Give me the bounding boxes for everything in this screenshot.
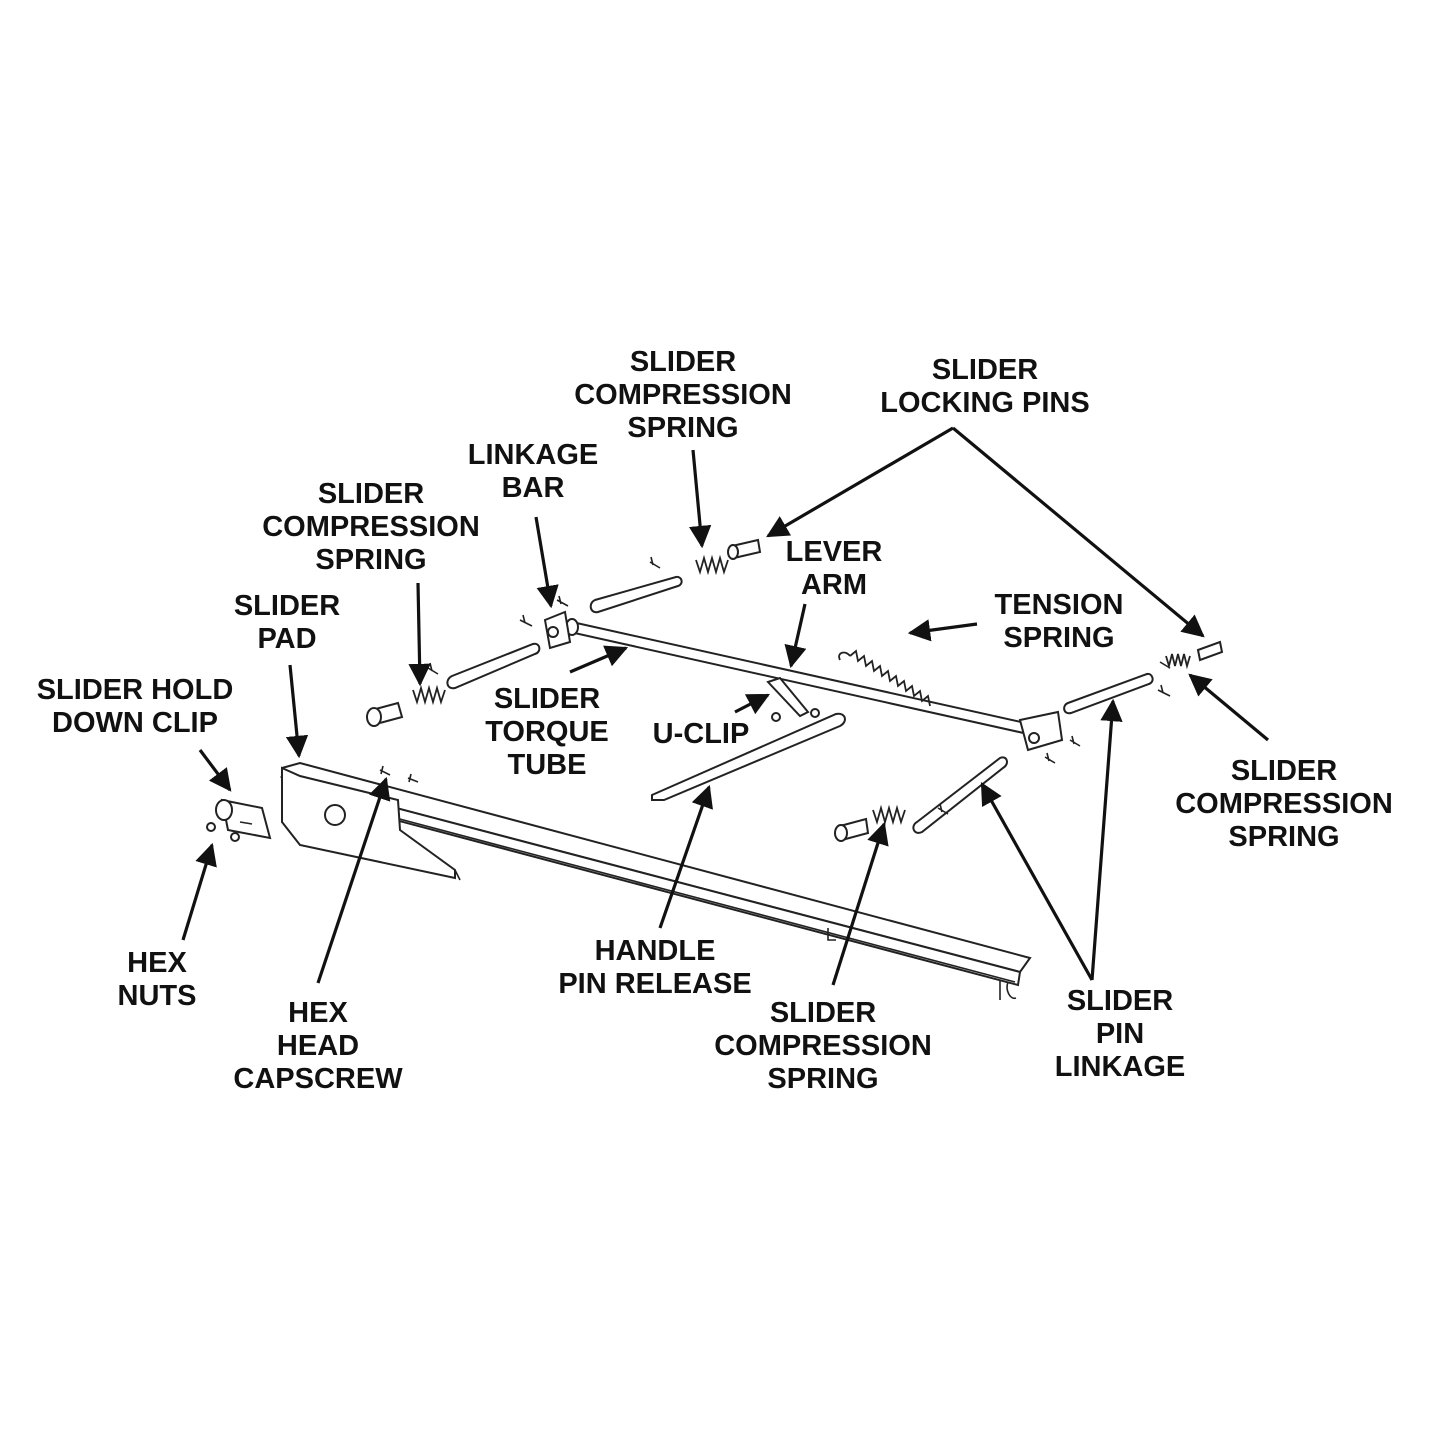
label-slider-torque-tube: SLIDER TORQUE TUBE xyxy=(485,683,609,781)
label-slider-compression-spring-bottom: SLIDER COMPRESSION SPRING xyxy=(714,997,932,1095)
clevis-pins xyxy=(427,556,1171,815)
label-lever-arm: LEVER ARM xyxy=(785,536,883,601)
leader-arrows xyxy=(181,426,1270,986)
slider-torque-tube xyxy=(543,610,1064,752)
lever-arm xyxy=(766,676,820,722)
label-slider-compression-spring-right: SLIDER COMPRESSION SPRING xyxy=(1175,755,1393,853)
label-tension-spring: TENSION SPRING xyxy=(994,589,1124,654)
compression-springs xyxy=(412,554,1191,826)
label-slider-hold-down-clip: SLIDER HOLD DOWN CLIP xyxy=(36,674,234,739)
slider-frame-rail xyxy=(279,761,1032,1000)
label-hex-head-capscrew: HEX HEAD CAPSCREW xyxy=(233,997,403,1095)
label-slider-compression-spring-left: SLIDER COMPRESSION SPRING xyxy=(262,478,480,576)
label-slider-pin-linkage: SLIDER PIN LINKAGE xyxy=(1054,985,1186,1083)
linkage-bars xyxy=(446,575,1154,834)
slider-hold-down-clip xyxy=(215,798,272,840)
hex-nuts xyxy=(206,822,240,842)
label-linkage-bar: LINKAGE BAR xyxy=(467,439,599,504)
handle-pin-release xyxy=(651,712,846,801)
label-handle-pin-release: HANDLE PIN RELEASE xyxy=(558,935,752,1000)
hex-head-capscrews xyxy=(379,765,419,783)
label-u-clip: U-CLIP xyxy=(652,718,750,750)
label-slider-pad: SLIDER PAD xyxy=(233,590,341,655)
locking-pins xyxy=(366,538,1224,842)
label-slider-locking-pins: SLIDER LOCKING PINS xyxy=(880,354,1090,419)
label-hex-nuts: HEX NUTS xyxy=(117,947,197,1012)
label-slider-compression-spring-top: SLIDER COMPRESSION SPRING xyxy=(574,346,792,444)
